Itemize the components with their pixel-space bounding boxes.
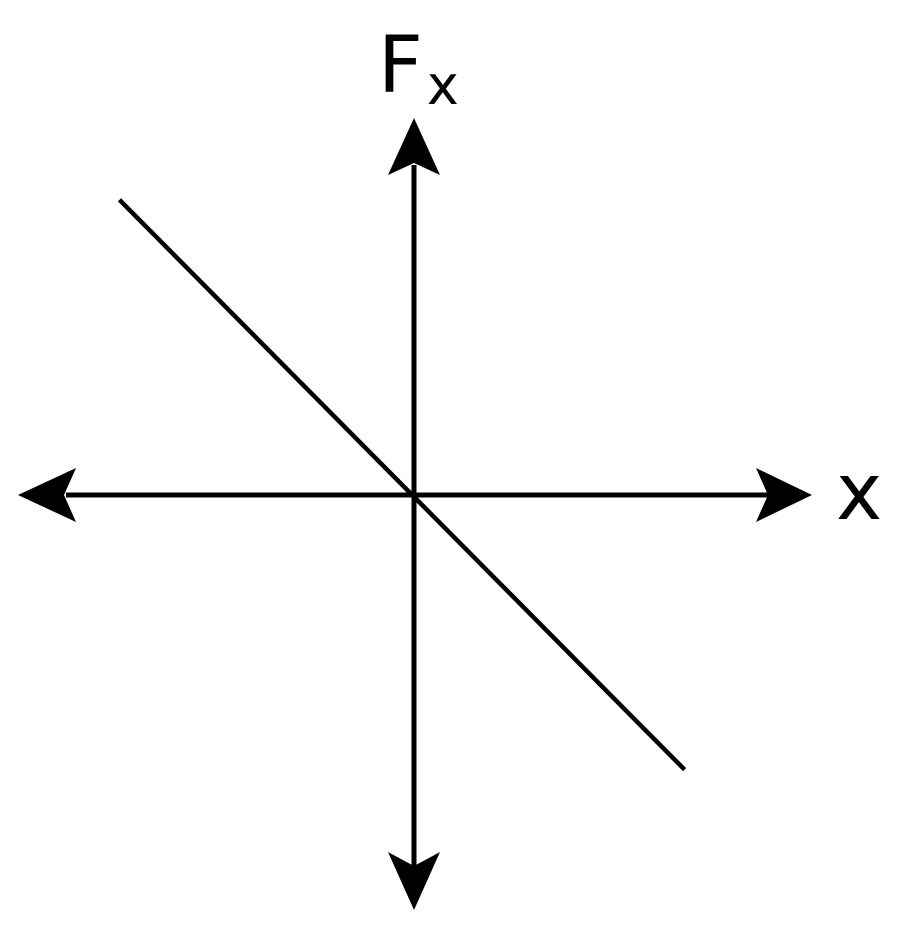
x-axis-label: x [836, 448, 882, 538]
y-axis-label: Fx [378, 21, 459, 117]
x-axis-arrow-right [756, 468, 812, 522]
y-axis-label-main: F [378, 21, 423, 111]
series-layer [117, 198, 687, 772]
x-axis-arrow-left [18, 468, 76, 522]
y-axis-arrow-up [388, 118, 440, 175]
series-line-0 [117, 198, 687, 772]
y-axis-label-subscript: x [427, 54, 459, 117]
y-axis-arrow-down [388, 852, 440, 910]
